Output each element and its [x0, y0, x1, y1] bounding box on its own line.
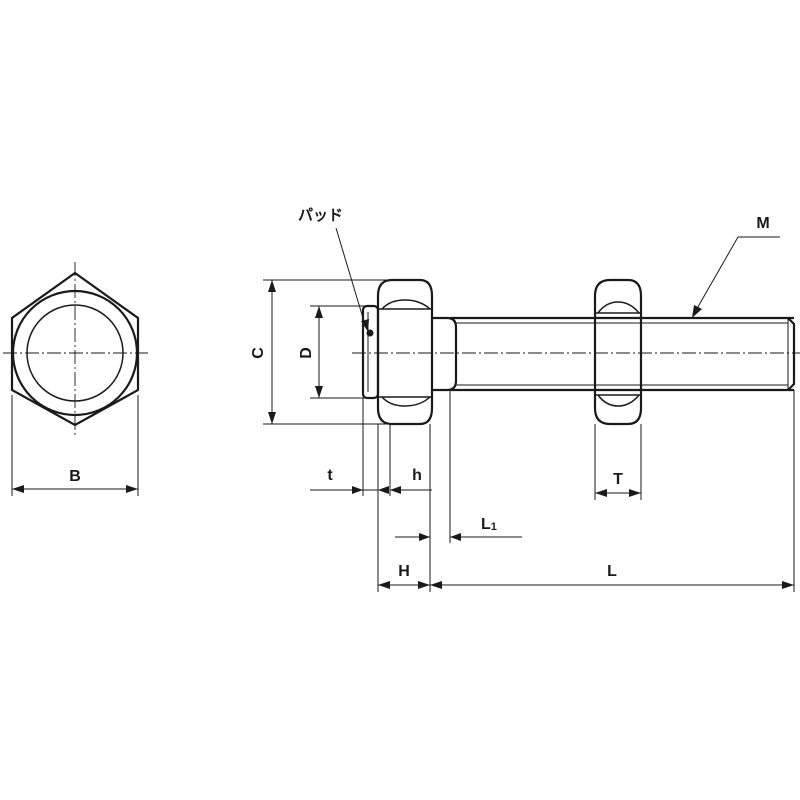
m-leader-diagonal [694, 236, 739, 313]
dimension-d: D [298, 305, 368, 399]
head-chamfer-top [381, 299, 431, 310]
dimension-h-large: H [378, 563, 430, 589]
bolt-neck [432, 316, 458, 392]
dimension-h-small: h [390, 467, 432, 494]
h-arrow-right [390, 486, 401, 494]
dimension-t-nut: T [595, 471, 641, 497]
pad-leader-line [335, 227, 367, 329]
l-arrow-left [430, 581, 442, 589]
nut-chamfer-bottom [597, 394, 640, 407]
c-arrow-top [268, 280, 276, 292]
b-arrow-left [12, 485, 24, 493]
nut-chamfer-top [597, 301, 640, 314]
d-arrow-bottom [315, 386, 323, 398]
nut-t-arrow-right [629, 489, 641, 497]
pad-leader-arrow [361, 319, 369, 332]
bolt-side-view [352, 278, 800, 426]
hex-end-view: B [3, 262, 148, 496]
label-l1-main: L [481, 516, 491, 533]
c-arrow-bottom [268, 412, 276, 424]
label-l1-sub: 1 [491, 521, 497, 533]
label-l: L [607, 563, 617, 580]
m-leader-arrow [692, 305, 702, 318]
dimension-l: L [430, 563, 794, 589]
bolt-head [376, 278, 434, 426]
label-b: B [69, 468, 81, 485]
label-d: D [298, 347, 315, 359]
pad-ball [366, 329, 374, 337]
lock-nut [593, 278, 643, 426]
label-m: M [756, 215, 769, 232]
l1-arrow-left [419, 533, 430, 541]
b-arrow-right [126, 485, 138, 493]
label-t: t [327, 467, 333, 484]
h-large-arrow-right [418, 581, 430, 589]
label-c: C [250, 347, 267, 359]
pad-body [361, 304, 380, 400]
l1-arrow-right [450, 533, 461, 541]
nut-t-arrow-left [595, 489, 607, 497]
label-h-large: H [398, 563, 410, 580]
t-arrow-right [378, 486, 389, 494]
nut-body [593, 278, 643, 426]
dimension-c: C [250, 279, 392, 425]
dimension-l1: L1 [395, 516, 522, 541]
label-l1: L1 [481, 516, 497, 533]
t-arrow-left [352, 486, 363, 494]
vertical-extension-lines [362, 390, 795, 592]
h-large-arrow-left [378, 581, 390, 589]
label-h-small: h [412, 467, 422, 484]
l-arrow-right [782, 581, 794, 589]
d-arrow-top [315, 306, 323, 318]
shank-end [787, 317, 796, 391]
dimension-t: t [310, 467, 389, 494]
head-chamfer-bottom [381, 396, 431, 407]
label-t-nut: T [613, 471, 623, 488]
label-pad: パッド [298, 206, 343, 224]
callout-pad: パッド [298, 206, 369, 332]
callout-m: M [692, 215, 780, 318]
